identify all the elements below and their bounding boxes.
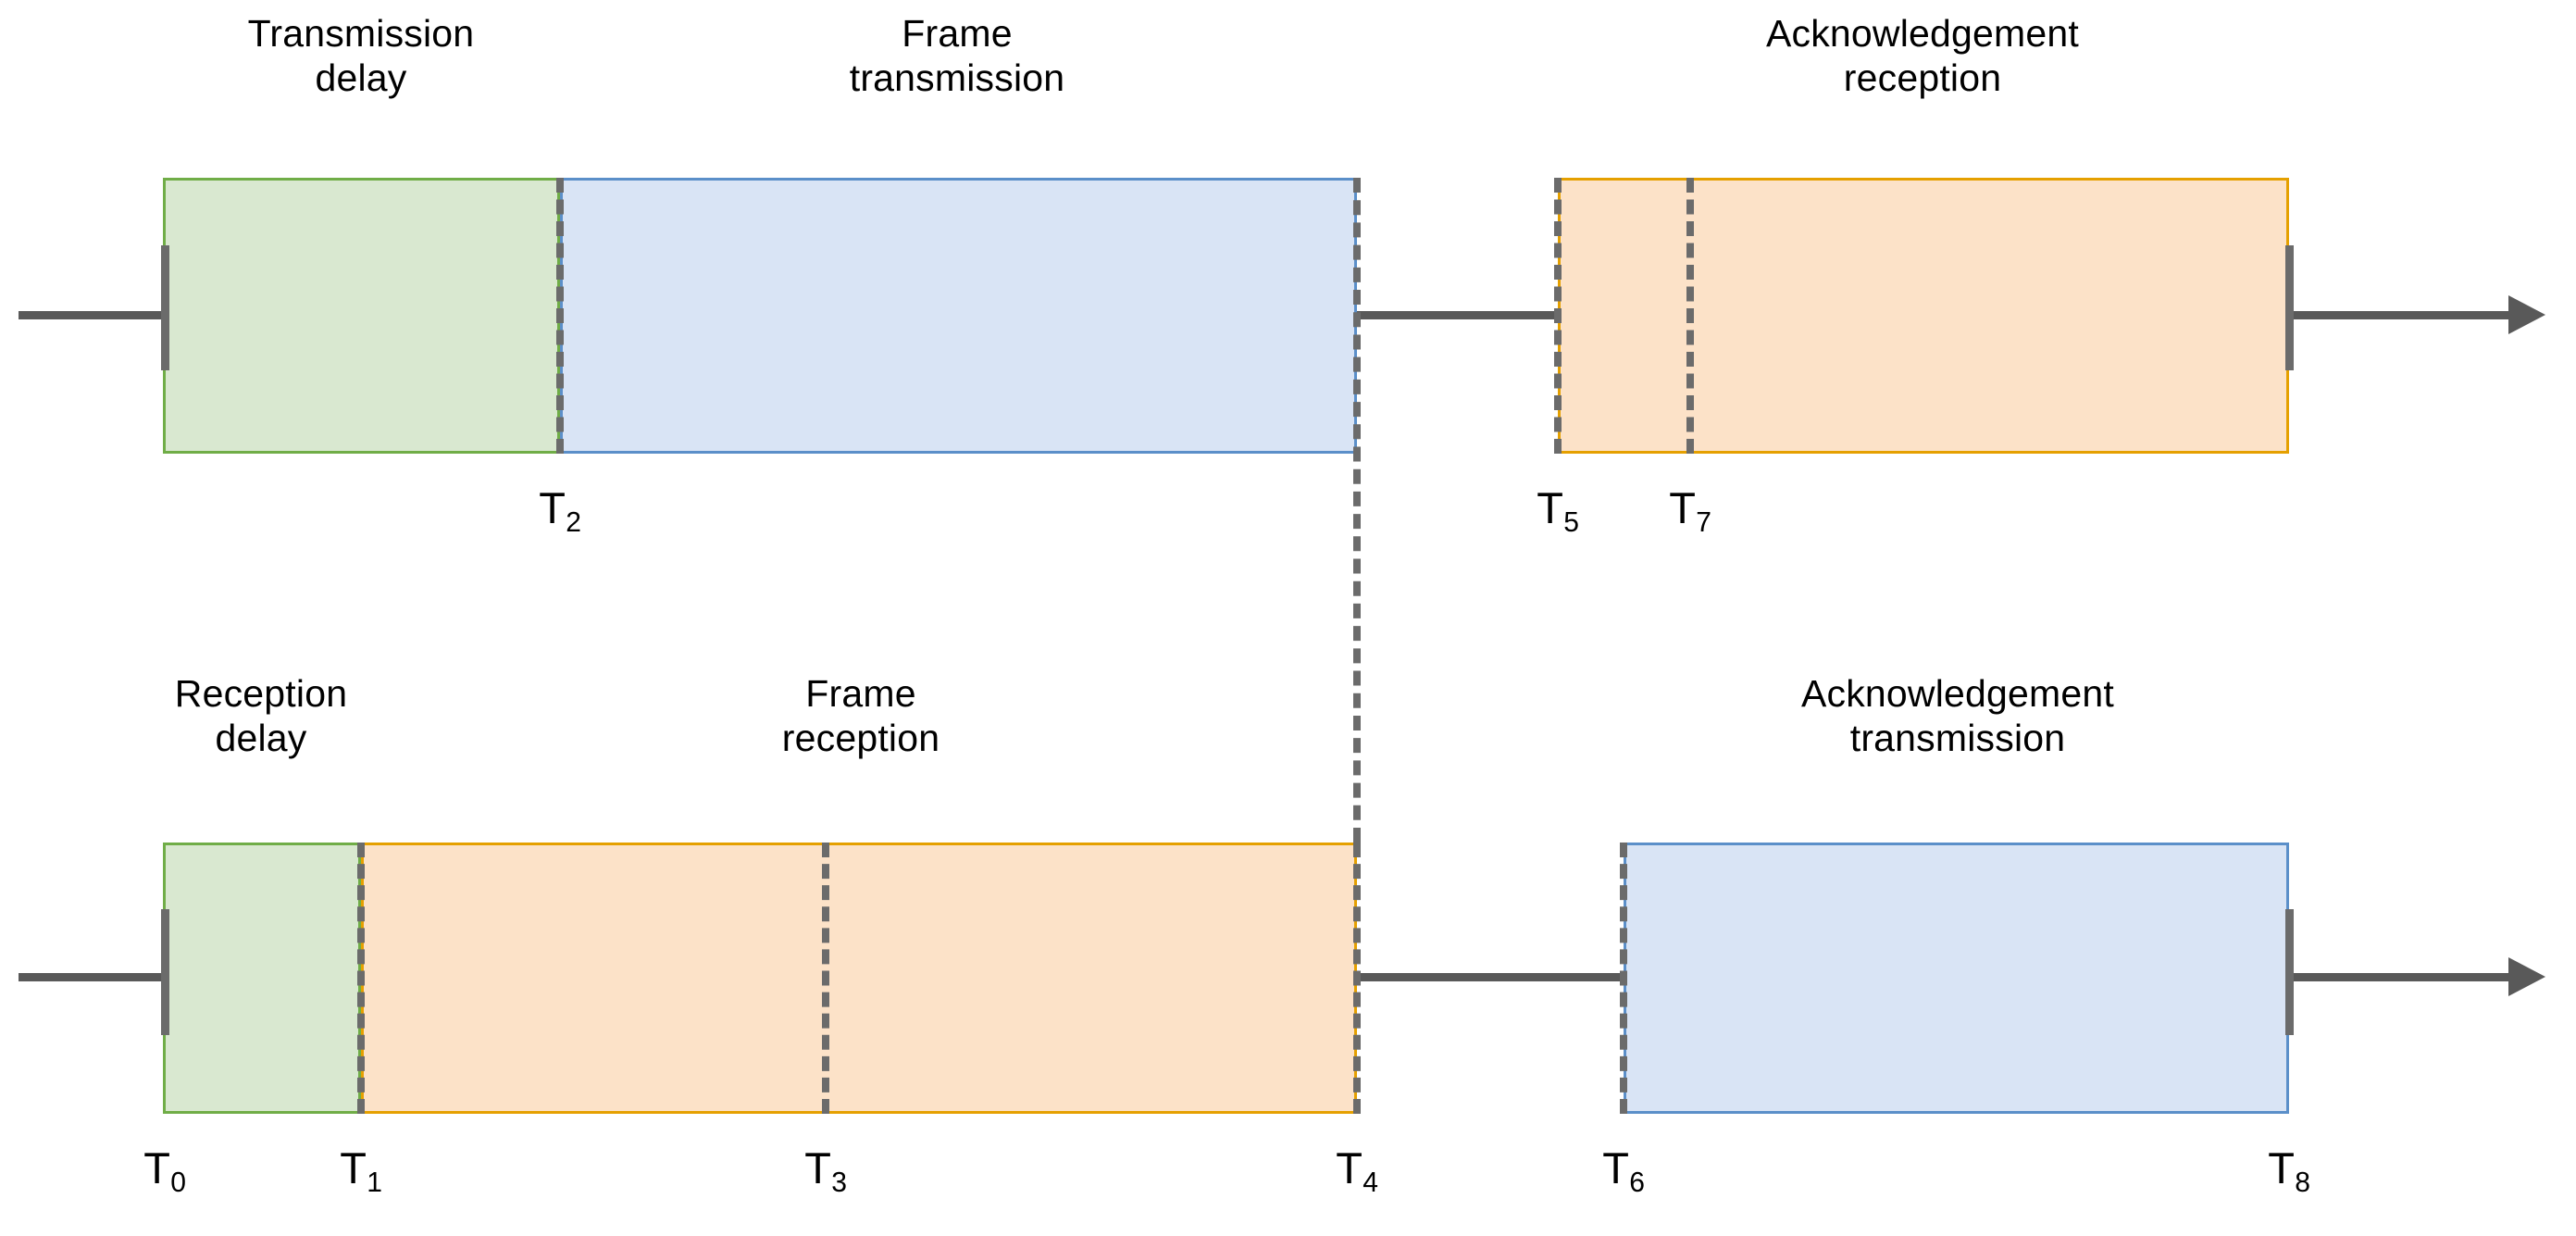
time-label-base: T [1537, 483, 1563, 532]
time-label-T6: T6 [1602, 1143, 1645, 1197]
time-label-T4: T4 [1336, 1143, 1378, 1197]
time-label-base: T [1602, 1143, 1629, 1192]
time-label-base: T [1336, 1143, 1363, 1192]
time-label-subscript: 5 [1563, 507, 1580, 539]
time-label-base: T [143, 1143, 170, 1192]
ack-transmission-box [1624, 843, 2289, 1114]
m-T4-dashed-line [1353, 843, 1361, 1114]
sender-timeline-axis-arrow-icon [2508, 295, 2545, 334]
m-T4-drop-dashed-line [1353, 178, 1361, 843]
time-label-T1: T1 [340, 1143, 382, 1197]
time-label-base: T [340, 1143, 367, 1192]
cap-frame-transmission: Frame transmission [849, 12, 1065, 100]
m-T1-dashed-line [357, 843, 365, 1114]
cap-transmission-delay: Transmission delay [247, 12, 475, 100]
m-T3-dashed-line [822, 843, 829, 1114]
cap-ack-reception: Acknowledgement reception [1765, 12, 2080, 100]
m-T5-dashed-line [1554, 178, 1562, 454]
cap-frame-reception: Frame reception [781, 672, 940, 760]
cap-ack-transmission: Acknowledgement transmission [1800, 672, 2115, 760]
reception-delay-box [163, 843, 361, 1114]
m-T6-dashed-line [1620, 843, 1627, 1114]
time-label-base: T [2268, 1143, 2295, 1192]
cap-reception-delay: Reception delay [174, 672, 348, 760]
time-label-subscript: 2 [566, 507, 582, 539]
time-label-subscript: 0 [170, 1167, 187, 1199]
time-label-base: T [804, 1143, 831, 1192]
time-label-T2: T2 [539, 483, 581, 537]
frame-transmission-box [560, 178, 1357, 454]
m-T0-tick [161, 909, 169, 1035]
m-T8-tick [2285, 909, 2294, 1035]
ack-reception-box [1558, 178, 2289, 454]
time-label-T5: T5 [1537, 483, 1579, 537]
time-label-T7: T7 [1669, 483, 1711, 537]
receiver-timeline-axis-arrow-icon [2508, 957, 2545, 996]
time-label-subscript: 3 [831, 1167, 848, 1199]
transmission-delay-box [163, 178, 560, 454]
time-label-T0: T0 [143, 1143, 186, 1197]
time-label-base: T [1669, 483, 1696, 532]
time-label-subscript: 1 [367, 1167, 383, 1199]
frame-reception-box [361, 843, 1357, 1114]
m-T2-dashed-line [556, 178, 564, 454]
time-label-T8: T8 [2268, 1143, 2310, 1197]
m-end-sender-tick [2285, 245, 2294, 370]
time-label-T3: T3 [804, 1143, 847, 1197]
time-label-base: T [539, 483, 566, 532]
time-label-subscript: 6 [1629, 1167, 1646, 1199]
time-label-subscript: 7 [1696, 507, 1712, 539]
m-T7-dashed-line [1686, 178, 1694, 454]
time-label-subscript: 4 [1363, 1167, 1379, 1199]
m-start-sender-tick [161, 245, 169, 370]
time-label-subscript: 8 [2295, 1167, 2311, 1199]
